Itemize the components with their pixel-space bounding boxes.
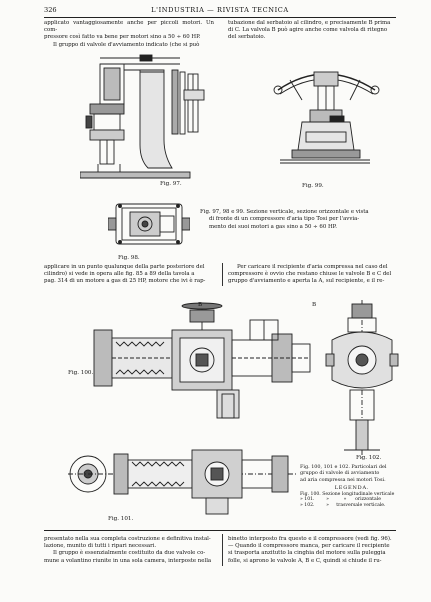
top-text-left: applicato vantaggiosamente anche per pic… xyxy=(44,20,214,49)
legend-row: » 101. » » orizzontale xyxy=(300,497,381,503)
text-line: Il gruppo di valvole d'avviamento indica… xyxy=(53,41,200,48)
text-line: mune a volantino riunite in una sola cam… xyxy=(44,557,212,564)
text-line: — Quando il compressore manca, per caric… xyxy=(228,543,390,550)
caption-line: gruppo di valvole di avviamento xyxy=(300,470,380,477)
fig-99-front-view xyxy=(273,71,380,164)
top-text-right: tubazione dal serbatoio al cilindro, e p… xyxy=(228,20,396,42)
running-title: L'INDUSTRIA — RIVISTA TECNICA xyxy=(151,6,289,14)
text-line: presentato nella sua completa costruzion… xyxy=(44,536,211,542)
text-line: applicare in un punto qualunque della pa… xyxy=(44,264,205,270)
text-line: compressore è ovvio che restano chiuse l… xyxy=(228,271,392,278)
text-line: Per caricare il recipiente d'aria compre… xyxy=(237,264,388,270)
bottom-separator-rule xyxy=(44,530,396,531)
text-line: lazione, munito di tutti i ripari necess… xyxy=(44,543,157,550)
page-header: 326 L'INDUSTRIA — RIVISTA TECNICA xyxy=(44,6,396,16)
caption-line: di fronte di un compressore d'aria tipo … xyxy=(209,216,360,223)
fig-102-label: Fig. 102. xyxy=(356,455,382,461)
legend-row: Fig. 100. Sezione longitudinale vertical… xyxy=(300,491,395,497)
text-line: di C. La valvola B può agire anche come … xyxy=(228,27,388,34)
caption-line: Fig. 97, 98 e 99. Sezione verticale, sez… xyxy=(200,209,369,215)
mid-text-right: Per caricare il recipiente d'aria compre… xyxy=(228,264,396,286)
bottom-text-right: binetto interposto fra questo e il compr… xyxy=(228,536,396,565)
fig-97-label: Fig. 97. xyxy=(160,181,182,187)
header-rule xyxy=(44,17,396,18)
fig-102-transverse-section xyxy=(325,300,399,460)
text-line: cilindro) si vede in opera alle fig. 85 … xyxy=(44,271,195,278)
text-line: si trasporta anzitutto la cinghia del mo… xyxy=(228,550,386,557)
caption-figs-100-102: Fig. 100, 101 e 102. Particolari del gru… xyxy=(300,464,404,483)
bottom-text-left: presentato nella sua completa costruzion… xyxy=(44,536,216,565)
fig-101-label: Fig. 101. xyxy=(108,516,134,522)
text-line: del serbatoio. xyxy=(228,34,266,41)
caption-figs-97-99: Fig. 97, 98 e 99. Sezione verticale, sez… xyxy=(200,209,400,231)
caption-line: mento dei suoi motori a gas sino a 50 ÷ … xyxy=(209,223,337,230)
page-number: 326 xyxy=(44,6,57,14)
mid-text-left: applicare in un punto qualunque della pa… xyxy=(44,264,216,286)
fig-100-label: Fig. 100. xyxy=(68,370,94,376)
section-mark-b-right: B xyxy=(312,302,317,308)
caption-line: Fig. 100, 101 e 102. Particolari del xyxy=(300,464,387,470)
legend-title: LEGENDA. xyxy=(334,485,370,491)
fig-100-longitudinal-section xyxy=(93,302,311,419)
text-line: applicato vantaggiosamente anche per pic… xyxy=(44,20,214,34)
text-line: binetto interposto fra questo e il compr… xyxy=(228,536,392,542)
column-rule xyxy=(222,263,223,286)
text-line: pag. 314 di un motore a gas di 25 HP, mo… xyxy=(44,278,206,285)
legend-row: » 102. » trasversale verticale. xyxy=(300,502,386,508)
text-line: pressore così fatto va bene per motori s… xyxy=(44,34,201,41)
legend: LEGENDA. Fig. 100. Sezione longitudinale… xyxy=(300,485,404,508)
fig-98-label: Fig. 98. xyxy=(118,255,140,261)
text-line: folle, si aprono le valvole A, B e C, qu… xyxy=(228,557,382,564)
fig-97-compressor-section xyxy=(80,54,205,179)
fig-101-horizontal-section xyxy=(68,449,296,515)
fig-98-horizontal-section xyxy=(108,203,190,245)
caption-line: ad aria compressa nei motori Tosi. xyxy=(300,476,386,483)
fig-99-label: Fig. 99. xyxy=(302,183,324,189)
column-rule-bottom xyxy=(222,534,223,566)
text-line: tubazione dal serbatoio al cilindro, e p… xyxy=(228,20,391,26)
section-mark-b-left: B xyxy=(198,302,203,308)
text-line: Il gruppo è essenzialmente costituito da… xyxy=(53,550,206,557)
text-line: gruppo d'avviamento e aperta la A, sul r… xyxy=(228,278,385,285)
